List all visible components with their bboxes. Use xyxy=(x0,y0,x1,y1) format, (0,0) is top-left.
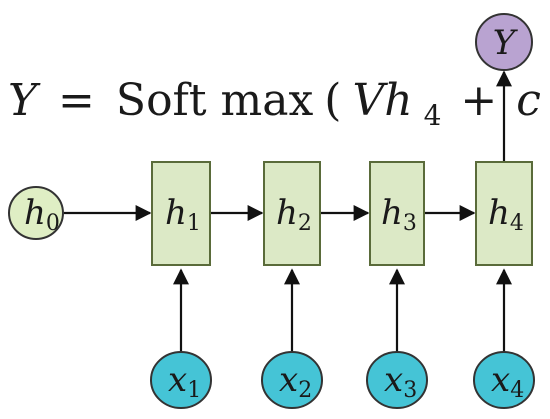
hidden-state-h1: h1 xyxy=(151,161,211,266)
input-label: x1 xyxy=(168,360,201,403)
svg-text:Y = Soft max: Y = Soft max ( Vh 4 + c ) xyxy=(8,75,550,135)
hidden-state-h2: h2 xyxy=(263,161,321,266)
input-x1: x1 xyxy=(150,351,212,409)
hidden-state-label: h3 xyxy=(381,193,417,236)
input-x4: x4 xyxy=(473,351,535,409)
formula-func: Soft max xyxy=(116,75,314,126)
formula-const: c xyxy=(516,75,541,126)
initial-state-node: h0 xyxy=(8,186,64,240)
output-node: Y xyxy=(475,13,533,71)
output-label: Y xyxy=(493,23,519,63)
input-label: x2 xyxy=(279,360,312,403)
initial-state-label: h0 xyxy=(24,193,60,236)
hidden-state-label: h1 xyxy=(165,193,201,236)
input-x3: x3 xyxy=(366,351,428,409)
formula-var: Vh xyxy=(352,75,412,126)
edges xyxy=(64,70,512,352)
formula-sub: 4 xyxy=(424,99,442,132)
input-label: x4 xyxy=(491,360,524,403)
hidden-state-label: h2 xyxy=(276,193,312,236)
input-x2: x2 xyxy=(261,351,323,409)
hidden-state-h3: h3 xyxy=(369,161,425,266)
hidden-state-h4: h4 xyxy=(475,161,533,266)
output-formula: Y = Soft max ( Vh 4 + c ) xyxy=(8,75,550,135)
formula-lhs: Y xyxy=(8,75,41,126)
formula-open-paren: ( xyxy=(324,75,341,126)
formula-plus: + xyxy=(460,75,497,126)
hidden-state-label: h4 xyxy=(488,193,524,236)
input-label: x3 xyxy=(384,360,417,403)
formula-equals: = xyxy=(58,75,95,126)
